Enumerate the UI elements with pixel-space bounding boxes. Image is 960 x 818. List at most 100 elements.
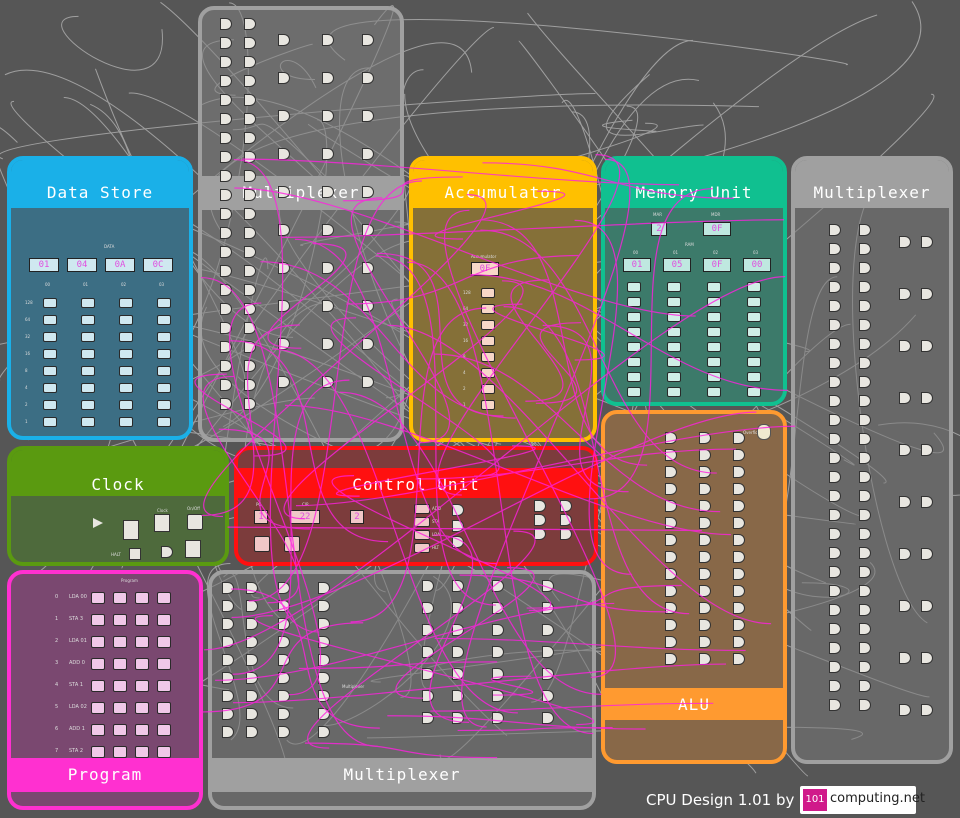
program-bit-switch[interactable] <box>91 702 105 714</box>
bit-switch[interactable] <box>119 417 133 427</box>
program-bit-switch[interactable] <box>91 614 105 626</box>
logic-gate <box>899 444 911 456</box>
bit-switch[interactable] <box>43 417 57 427</box>
program-bit-switch[interactable] <box>91 746 105 758</box>
bit-switch[interactable] <box>81 400 95 410</box>
logic-gate <box>244 75 256 87</box>
program-bit-switch[interactable] <box>157 746 171 758</box>
bit-switch[interactable] <box>119 332 133 342</box>
logic-gate <box>278 708 290 720</box>
program-bit-switch[interactable] <box>157 658 171 670</box>
logic-gate <box>829 642 841 654</box>
logic-gate <box>422 580 434 592</box>
data-display: 04 <box>67 258 97 272</box>
onoff-switch[interactable] <box>187 514 203 530</box>
bit-switch[interactable] <box>81 349 95 359</box>
program-bit-switch[interactable] <box>113 614 127 626</box>
program-bit-switch[interactable] <box>91 636 105 648</box>
logic-gate <box>733 432 745 444</box>
program-bit-switch[interactable] <box>91 658 105 670</box>
logic-gate <box>921 288 933 300</box>
program-bit-switch[interactable] <box>157 724 171 736</box>
logic-gate <box>222 690 234 702</box>
bit-switch[interactable] <box>119 298 133 308</box>
memory-bit <box>707 282 721 292</box>
101computing-logo[interactable]: 101 computing.net <box>800 786 925 814</box>
logic-gate <box>244 56 256 68</box>
program-bit-switch[interactable] <box>135 592 149 604</box>
bit-switch[interactable] <box>81 417 95 427</box>
decoder-display: 2 <box>350 510 364 524</box>
bit-switch[interactable] <box>43 349 57 359</box>
wire <box>605 73 704 136</box>
bit-switch[interactable] <box>119 383 133 393</box>
program-bit-switch[interactable] <box>113 592 127 604</box>
logic-gate <box>859 243 871 255</box>
bit-switch[interactable] <box>157 400 171 410</box>
program-bit-switch[interactable] <box>113 680 127 692</box>
program-bit-switch[interactable] <box>135 746 149 758</box>
bit-switch[interactable] <box>43 383 57 393</box>
program-bit-switch[interactable] <box>157 592 171 604</box>
program-bit-switch[interactable] <box>157 614 171 626</box>
bit-switch[interactable] <box>157 349 171 359</box>
program-bit-switch[interactable] <box>91 724 105 736</box>
bit-switch[interactable] <box>81 315 95 325</box>
program-address: 2 <box>55 638 59 644</box>
logic-gate <box>422 668 434 680</box>
column-label: 01 <box>83 282 89 287</box>
bit-switch[interactable] <box>157 417 171 427</box>
bit-switch[interactable] <box>119 349 133 359</box>
logic-gate <box>278 726 290 738</box>
bit-switch[interactable] <box>157 332 171 342</box>
bit-switch[interactable] <box>157 315 171 325</box>
logic-gate <box>829 471 841 483</box>
logic-gate <box>362 72 374 84</box>
bit-switch[interactable] <box>81 298 95 308</box>
program-bit-switch[interactable] <box>135 614 149 626</box>
program-bit-switch[interactable] <box>113 658 127 670</box>
program-bit-switch[interactable] <box>157 636 171 648</box>
bit-switch[interactable] <box>81 332 95 342</box>
logic-gate <box>733 449 745 461</box>
program-bit-switch[interactable] <box>113 702 127 714</box>
program-instruction: LDA 02 <box>69 704 87 710</box>
program-bit-switch[interactable] <box>135 636 149 648</box>
logic-gate <box>859 376 871 388</box>
program-bit-switch[interactable] <box>91 680 105 692</box>
logic-gate <box>665 585 677 597</box>
bit-switch[interactable] <box>43 400 57 410</box>
program-bit-switch[interactable] <box>113 724 127 736</box>
program-bit-switch[interactable] <box>135 680 149 692</box>
bit-switch[interactable] <box>157 298 171 308</box>
bit-switch[interactable] <box>119 400 133 410</box>
bit-switch[interactable] <box>43 332 57 342</box>
logic-gate <box>422 646 434 658</box>
program-bit-switch[interactable] <box>135 658 149 670</box>
logic-gate <box>859 300 871 312</box>
bit-switch[interactable] <box>119 315 133 325</box>
program-instruction: ADD 0 <box>69 660 85 666</box>
bit-switch[interactable] <box>81 366 95 376</box>
logic-gate <box>859 509 871 521</box>
program-bit-switch[interactable] <box>91 592 105 604</box>
bit-switch[interactable] <box>157 383 171 393</box>
program-bit-switch[interactable] <box>135 724 149 736</box>
logic-gate <box>829 224 841 236</box>
program-bit-switch[interactable] <box>157 702 171 714</box>
bit-switch[interactable] <box>119 366 133 376</box>
memory-bit <box>667 357 681 367</box>
bit-switch[interactable] <box>81 383 95 393</box>
program-bit-switch[interactable] <box>113 636 127 648</box>
logic-gate <box>542 668 554 680</box>
program-bit-switch[interactable] <box>113 746 127 758</box>
bit-switch[interactable] <box>43 298 57 308</box>
bit-switch[interactable] <box>43 366 57 376</box>
logic-gate <box>665 500 677 512</box>
program-bit-switch[interactable] <box>157 680 171 692</box>
bit-switch[interactable] <box>43 315 57 325</box>
bit-label: 128 <box>463 290 471 295</box>
program-bit-switch[interactable] <box>135 702 149 714</box>
memory-bit <box>627 327 641 337</box>
bit-switch[interactable] <box>157 366 171 376</box>
